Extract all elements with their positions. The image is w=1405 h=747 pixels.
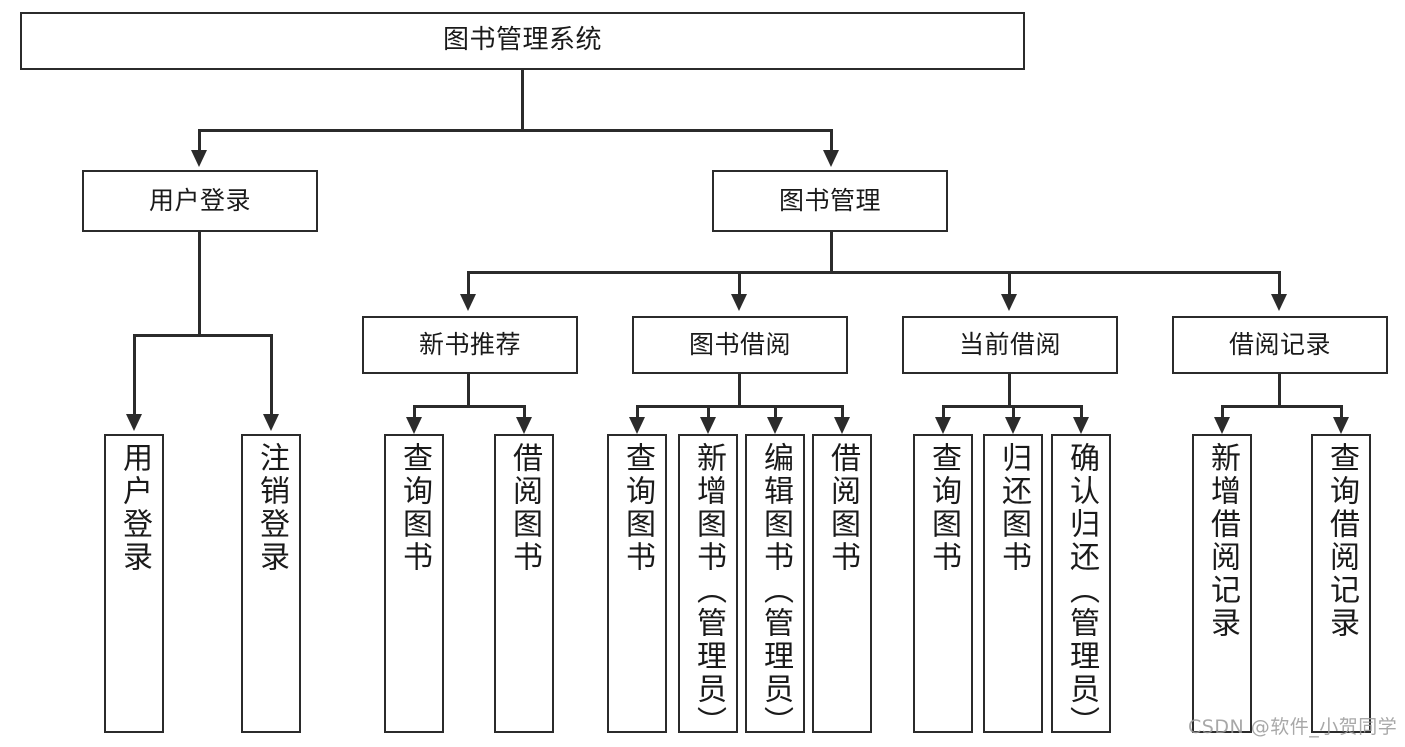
connector-cb-leaf-3 [1080, 405, 1083, 419]
leaf-user-login[interactable]: 用户登录 [104, 434, 164, 733]
node-label: 查询图书 [397, 442, 432, 574]
arrow-bb-leaf-1 [629, 417, 645, 434]
node-label: 当前借阅 [958, 330, 1061, 359]
node-label: 新增借阅记录 [1205, 442, 1240, 640]
leaf-logout[interactable]: 注销登录 [241, 434, 301, 733]
node-root-book-management-system[interactable]: 图书管理系统 [20, 12, 1025, 70]
connector-user-login-to-leaf-2 [270, 334, 273, 416]
arrow-bb-leaf-3 [767, 417, 783, 434]
arrow-nbr-leaf-1 [406, 417, 422, 434]
leaf-query-book-recommend[interactable]: 查询图书 [384, 434, 444, 733]
node-user-login[interactable]: 用户登录 [82, 170, 318, 232]
arrow-to-book-management [823, 150, 839, 167]
node-label: 查询图书 [926, 442, 961, 574]
connector-book-borrow-bus [636, 405, 843, 408]
arrow-cb-leaf-2 [1005, 417, 1021, 434]
node-borrow-record[interactable]: 借阅记录 [1172, 316, 1388, 374]
connector-current-borrow-stem [1008, 374, 1011, 407]
node-book-borrow[interactable]: 图书借阅 [632, 316, 848, 374]
node-label: 查询图书 [620, 442, 655, 574]
arrow-to-current-borrow [1001, 294, 1017, 311]
arrow-to-user-login [191, 150, 207, 167]
node-label: 确认归还（管理员） [1064, 442, 1099, 739]
connector-book-management-bus [467, 271, 1280, 274]
connector-bb-leaf-1 [636, 405, 639, 419]
arrow-bb-leaf-4 [834, 417, 850, 434]
node-label: 新增图书（管理员） [691, 442, 726, 739]
node-label: 归还图书 [996, 442, 1031, 574]
connector-to-book-borrow [738, 271, 741, 296]
connector-br-leaf-1 [1221, 405, 1224, 419]
leaf-confirm-return-admin[interactable]: 确认归还（管理员） [1051, 434, 1111, 739]
arrow-to-book-borrow [731, 294, 747, 311]
node-label: 新书推荐 [418, 330, 521, 359]
arrow-cb-leaf-1 [935, 417, 951, 434]
arrow-br-leaf-2 [1333, 417, 1349, 434]
connector-bb-leaf-4 [841, 405, 844, 419]
arrow-to-new-book-recommend [460, 294, 476, 311]
node-new-book-recommend[interactable]: 新书推荐 [362, 316, 578, 374]
node-label: 用户登录 [148, 186, 251, 215]
connector-cb-leaf-2 [1012, 405, 1015, 419]
leaf-add-book-admin[interactable]: 新增图书（管理员） [678, 434, 738, 739]
leaf-borrow-book[interactable]: 借阅图书 [812, 434, 872, 733]
node-book-management[interactable]: 图书管理 [712, 170, 948, 232]
arrow-nbr-leaf-2 [516, 417, 532, 434]
node-label: 图书管理系统 [442, 25, 602, 56]
connector-borrow-record-bus [1221, 405, 1340, 408]
leaf-query-book-borrow[interactable]: 查询图书 [607, 434, 667, 733]
connector-br-leaf-2 [1340, 405, 1343, 419]
leaf-borrow-book-recommend[interactable]: 借阅图书 [494, 434, 554, 733]
node-label: 查询借阅记录 [1324, 442, 1359, 640]
arrow-to-logout-leaf [263, 414, 279, 431]
arrow-cb-leaf-3 [1073, 417, 1089, 434]
connector-root-bus [198, 129, 832, 132]
connector-root-stem [521, 70, 524, 130]
node-label: 图书借阅 [688, 330, 791, 359]
leaf-return-book[interactable]: 归还图书 [983, 434, 1043, 733]
connector-root-to-book-management [830, 129, 833, 152]
connector-bb-leaf-2 [707, 405, 710, 419]
leaf-query-borrow-record[interactable]: 查询借阅记录 [1311, 434, 1371, 733]
arrow-to-borrow-record [1271, 294, 1287, 311]
connector-book-management-stem [830, 232, 833, 273]
arrow-br-leaf-1 [1214, 417, 1230, 434]
connector-new-book-recommend-bus [413, 405, 523, 408]
node-label: 编辑图书（管理员） [758, 442, 793, 739]
connector-cb-leaf-1 [942, 405, 945, 419]
node-label: 注销登录 [254, 442, 289, 574]
connector-user-login-bus [133, 334, 270, 337]
node-label: 借阅图书 [825, 442, 860, 574]
connector-book-borrow-stem [738, 374, 741, 407]
node-label: 图书管理 [778, 186, 881, 215]
leaf-edit-book-admin[interactable]: 编辑图书（管理员） [745, 434, 805, 739]
connector-to-borrow-record [1278, 271, 1281, 296]
node-current-borrow[interactable]: 当前借阅 [902, 316, 1118, 374]
leaf-query-book-current[interactable]: 查询图书 [913, 434, 973, 733]
connector-root-to-user-login [198, 129, 201, 152]
node-label: 用户登录 [117, 442, 152, 574]
connector-bb-leaf-3 [774, 405, 777, 419]
connector-borrow-record-stem [1278, 374, 1281, 407]
node-label: 借阅记录 [1228, 330, 1331, 359]
arrow-bb-leaf-2 [700, 417, 716, 434]
connector-new-book-recommend-stem [467, 374, 470, 407]
connector-to-current-borrow [1008, 271, 1011, 296]
connector-to-new-book-recommend [467, 271, 470, 296]
csdn-watermark: CSDN @软件_小贺同学 [1188, 716, 1398, 738]
connector-nbr-leaf-2 [523, 405, 526, 419]
arrow-to-user-login-leaf [126, 414, 142, 431]
leaf-add-borrow-record[interactable]: 新增借阅记录 [1192, 434, 1252, 733]
node-label: 借阅图书 [507, 442, 542, 574]
connector-user-login-stem [198, 232, 201, 336]
connector-nbr-leaf-1 [413, 405, 416, 419]
connector-user-login-to-leaf-1 [133, 334, 136, 416]
